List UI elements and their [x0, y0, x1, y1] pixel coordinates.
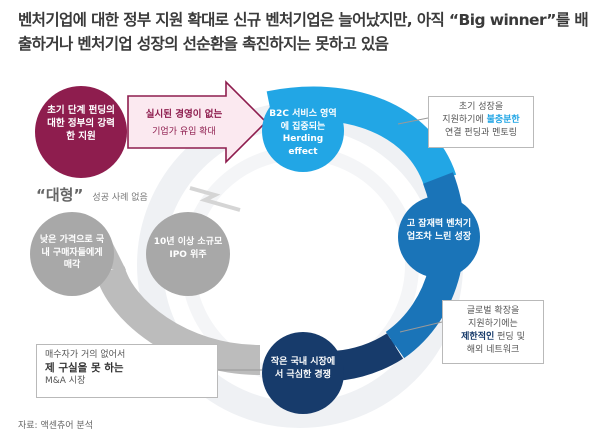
callout-bottom-right-highlight: 제한적인 [461, 332, 495, 342]
callout-bottom-left: 매수자가 거의 없어서 제 구실을 못 하는 M&A 시장 [36, 344, 218, 398]
callout-bottom-left-highlight: 제 구실을 못 하는 [45, 362, 124, 374]
low-price-label: 낮은 가격으로 국내 구매자들에게 매각 [39, 235, 105, 270]
big-winner-label: “대형” 성공 사례 없음 [36, 184, 148, 205]
b2c-label: B2C 서비스 영역에 집중되는 Herding effect [269, 109, 337, 157]
early-stage-label: 초기 단계 펀딩의 대한 정부의 강력한 지원 [47, 105, 115, 142]
callout-top-right-highlight: 불충분한 [486, 115, 520, 125]
inflow-arrow-line2: 기업가 유입 확대 [152, 127, 216, 137]
callout-top-right: 초기 성장을 지원하기에 불충분한 연결 펀딩과 멘토링 [428, 96, 534, 148]
callout-bottom-right-line4: 해외 네트워크 [466, 345, 520, 355]
exit-label: 작은 국내 시장에서 극심한 경쟁 [270, 357, 336, 380]
callout-bottom-right-line1: 글로벌 확장을 [466, 306, 520, 316]
callout-top-right-line2a: 지원하기에 [442, 115, 487, 125]
callout-bottom-right: 글로벌 확장을 지원하기에는 제한적인 펀딩 및 해외 네트워크 [442, 300, 544, 364]
cycle-arc-left [95, 265, 261, 375]
low-price-node: 낮은 가격으로 국내 구매자들에게 매각 [30, 212, 114, 296]
callout-top-right-line2: 지원하기에 불충분한 [432, 114, 530, 127]
broken-link [189, 186, 241, 212]
callout-line-top [397, 117, 429, 125]
callout-bottom-right-line2: 지원하기에는 [468, 319, 518, 329]
ten-years-node: 10년 이상 소규모 IPO 위주 [146, 212, 230, 296]
big-winner-word: “대형” [36, 186, 84, 204]
callout-bottom-right-line3b: 펀딩 및 [494, 332, 525, 342]
source-note: 자료: 액센츄어 분석 [18, 421, 93, 431]
callout-top-right-line3: 연결 펀딩과 멘토링 [445, 128, 517, 138]
growth-node: 고 잠재력 벤처기업조차 느린 성장 [398, 196, 480, 278]
ten-years-label: 10년 이상 소규모 IPO 위주 [153, 237, 223, 260]
exit-node: 작은 국내 시장에서 극심한 경쟁 [262, 332, 344, 414]
early-stage-node: 초기 단계 펀딩의 대한 정부의 강력한 지원 [35, 86, 127, 178]
page-title: 벤처기업에 대한 정부 지원 확대로 신규 벤처기업은 늘어났지만, 아직 “B… [18, 11, 589, 53]
callout-bottom-right-line3: 제한적인 펀딩 및 [446, 331, 540, 344]
big-winner-rest: 성공 사례 없음 [92, 193, 148, 203]
inflow-arrow-line1: 실시된 경영이 없는 [145, 109, 223, 120]
callout-bottom-left-line3: M&A 시장 [45, 376, 86, 386]
inflow-arrow [127, 80, 268, 164]
b2c-node: B2C 서비스 영역에 집중되는 Herding effect [262, 90, 344, 172]
growth-label: 고 잠재력 벤처기업조차 느린 성장 [406, 219, 472, 242]
callout-top-right-line1: 초기 성장을 [458, 102, 504, 112]
callout-line-bottom [399, 321, 443, 333]
callout-bottom-left-line1: 매수자가 거의 없어서 [45, 350, 126, 360]
